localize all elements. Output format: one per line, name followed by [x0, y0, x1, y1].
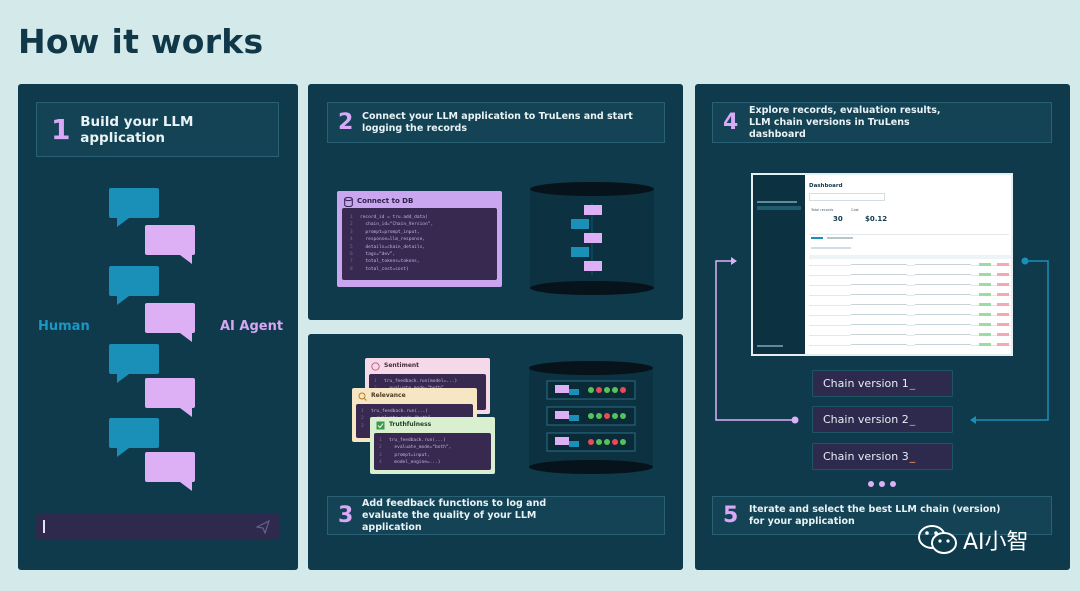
table-row	[809, 285, 1011, 286]
agent-message-bubble	[145, 225, 195, 255]
chat-input[interactable]	[36, 514, 280, 539]
step-3-label: Add feedback functions to log and evalua…	[362, 497, 547, 533]
sentiment-card-title: Sentiment	[384, 362, 420, 369]
table-row	[809, 265, 1011, 266]
truthfulness-card-title: Truthfulness	[389, 421, 432, 428]
stat-total-label: Total records	[811, 208, 834, 212]
table-row	[809, 295, 1011, 296]
iteration-loop-arrows	[715, 257, 1049, 424]
send-icon[interactable]	[256, 520, 270, 534]
dashboard-heading: Dashboard	[809, 183, 843, 189]
step-2-label: Connect your LLM application to TruLens …	[362, 110, 633, 134]
table-row	[809, 325, 1011, 326]
dashboard-preview: Dashboard Total records 30 Cost $0.12	[751, 173, 1013, 356]
wechat-icon	[918, 525, 957, 554]
step-3-number: 3	[338, 503, 354, 528]
step-1-header: 1 Build your LLM application	[36, 102, 279, 157]
agent-message-bubble	[145, 378, 195, 408]
chain-version-3[interactable]: Chain version 3_	[812, 443, 953, 470]
step-4-5-panel: 4 Explore records, evaluation results, L…	[695, 84, 1070, 570]
human-message-bubble	[109, 418, 159, 448]
agent-message-bubble	[145, 303, 195, 333]
step-2-number: 2	[338, 110, 354, 135]
chain-version-1-label: Chain version 1	[823, 377, 909, 390]
step-5-header: 5 Iterate and select the best LLM chain …	[712, 496, 1052, 535]
search-icon	[358, 392, 367, 401]
human-message-bubble	[109, 266, 159, 296]
step-1-label: Build your LLM application	[80, 113, 194, 146]
chain-version-2-label: Chain version 2	[823, 413, 909, 426]
more-dots-icon	[868, 481, 898, 487]
relevance-card-title: Relevance	[371, 392, 406, 399]
step-2-header: 2 Connect your LLM application to TruLen…	[327, 102, 665, 143]
stat-cost-label: Cost	[851, 208, 859, 212]
stat-cost-value: $0.12	[865, 215, 888, 223]
text-cursor	[43, 520, 45, 533]
human-label: Human	[38, 319, 90, 334]
step-4-label: Explore records, evaluation results, LLM…	[749, 104, 941, 140]
step-2-panel: 2 Connect your LLM application to TruLen…	[308, 84, 683, 320]
evaluation-database	[529, 361, 653, 474]
check-icon	[376, 421, 385, 430]
page-title: How it works	[18, 22, 264, 61]
step-1-panel: 1 Build your LLM application Human AI Ag…	[18, 84, 298, 570]
step-3-header: 3 Add feedback functions to log and eval…	[327, 496, 665, 535]
agent-message-bubble	[145, 452, 195, 482]
table-row	[809, 305, 1011, 306]
smile-icon	[371, 362, 380, 371]
database-cylinder	[530, 182, 654, 295]
connect-card-title: Connect to DB	[357, 197, 414, 205]
table-row	[809, 275, 1011, 276]
watermark-text: AI小智	[963, 530, 1029, 555]
agent-label: AI Agent	[220, 319, 284, 334]
step-1-number: 1	[51, 113, 71, 146]
stat-total-value: 30	[833, 215, 843, 223]
human-message-bubble	[109, 344, 159, 374]
chain-version-3-label: Chain version 3	[823, 450, 909, 463]
chain-version-1[interactable]: Chain version 1_	[812, 370, 953, 397]
records-table	[809, 255, 1011, 354]
table-row	[809, 345, 1011, 346]
dashboard-sidebar	[753, 175, 805, 354]
human-message-bubble	[109, 188, 159, 218]
table-row	[809, 315, 1011, 316]
step-5-number: 5	[723, 503, 739, 528]
watermark: AI小智	[917, 523, 1029, 557]
step-4-header: 4 Explore records, evaluation results, L…	[712, 102, 1052, 143]
chain-version-2[interactable]: Chain version 2_	[812, 406, 953, 433]
step-4-number: 4	[723, 110, 739, 135]
table-row	[809, 335, 1011, 336]
database-icon	[344, 197, 353, 207]
step-5-label: Iterate and select the best LLM chain (v…	[749, 503, 1001, 527]
